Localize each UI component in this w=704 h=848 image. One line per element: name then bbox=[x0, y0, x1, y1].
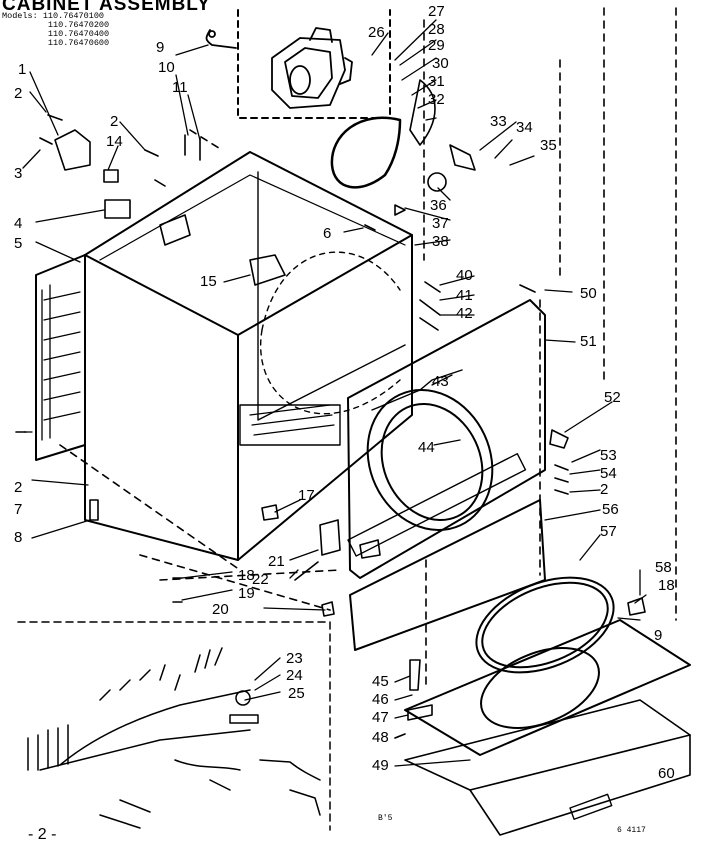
hardware bbox=[15, 79, 646, 739]
callout-number: 17 bbox=[298, 487, 315, 504]
page-number: - 2 - bbox=[28, 826, 57, 843]
front-panel bbox=[347, 299, 546, 579]
callout-number: 11 bbox=[172, 79, 188, 96]
callout-number: 2 bbox=[14, 85, 22, 102]
model-number: 110.76470400 bbox=[47, 29, 110, 39]
callout-number: 2 bbox=[110, 113, 118, 130]
diagram-title: CABINET ASSEMBLY bbox=[2, 0, 211, 15]
leader-lines bbox=[22, 19, 647, 767]
footer-code-left: B'5 bbox=[378, 814, 393, 823]
models-label: Models: bbox=[2, 11, 38, 21]
callout-number: 36 bbox=[430, 197, 447, 214]
callout-number: 4 bbox=[14, 215, 22, 232]
model-list: Models: 110.76470100 110.76470200 110.76… bbox=[2, 12, 109, 48]
callout-number: 47 bbox=[372, 709, 389, 726]
callout-number: 1 bbox=[18, 61, 26, 78]
callout-number: 32 bbox=[428, 91, 445, 108]
callout-number: 43 bbox=[432, 373, 449, 390]
callout-number: 10 bbox=[158, 59, 175, 76]
callout-number: 7 bbox=[14, 501, 22, 518]
callout-number: 6 bbox=[323, 225, 331, 242]
callout-number: 35 bbox=[540, 137, 557, 154]
callout-number: 34 bbox=[516, 119, 533, 136]
callout-number: 60 bbox=[658, 765, 675, 782]
cabinet-body bbox=[84, 151, 413, 561]
callout-number: 38 bbox=[432, 233, 449, 250]
callout-number: 33 bbox=[490, 113, 507, 130]
motor-detail-box bbox=[237, 9, 391, 119]
callout-number: 57 bbox=[600, 523, 617, 540]
callout-number: 50 bbox=[580, 285, 597, 302]
base-assembly bbox=[404, 576, 691, 836]
callout-number: 44 bbox=[418, 439, 435, 456]
callout-number: 9 bbox=[654, 627, 662, 644]
callout-number: 18 bbox=[658, 577, 675, 594]
callout-number: 41 bbox=[456, 287, 473, 304]
model-number: 110.76470200 bbox=[47, 20, 110, 30]
callout-number: 8 bbox=[14, 529, 22, 546]
callout-number: 49 bbox=[372, 757, 389, 774]
callout-number: 51 bbox=[580, 333, 597, 350]
callout-number: 27 bbox=[428, 3, 445, 20]
callout-number: 46 bbox=[372, 691, 389, 708]
callout-number: 19 bbox=[238, 585, 255, 602]
callout-number: 3 bbox=[14, 165, 22, 182]
callout-number: 20 bbox=[212, 601, 229, 618]
model-number: 110.76470600 bbox=[47, 38, 110, 48]
callout-number: 45 bbox=[372, 673, 389, 690]
callout-number: 2 bbox=[600, 481, 608, 498]
callout-number: 28 bbox=[428, 21, 445, 38]
callout-number: 23 bbox=[286, 650, 303, 667]
callout-number: 56 bbox=[602, 501, 619, 518]
wiring-harness-inset bbox=[17, 621, 331, 831]
callout-number: 29 bbox=[428, 37, 445, 54]
motor bbox=[205, 27, 353, 109]
callout-number: 26 bbox=[368, 24, 385, 41]
drive-belt bbox=[330, 116, 402, 189]
callout-number: 52 bbox=[604, 389, 621, 406]
callout-number: 9 bbox=[156, 39, 164, 56]
callout-number: 53 bbox=[600, 447, 617, 464]
callout-number: 30 bbox=[432, 55, 449, 72]
side-panel bbox=[35, 254, 86, 461]
toe-panel bbox=[349, 499, 546, 651]
callout-number: 18 bbox=[238, 567, 255, 584]
callout-number: 54 bbox=[600, 465, 617, 482]
callout-number: 40 bbox=[456, 267, 473, 284]
callout-number: 22 bbox=[252, 571, 269, 588]
model-number: 110.76470100 bbox=[42, 11, 105, 21]
callout-number: 5 bbox=[14, 235, 22, 252]
guide-lines bbox=[59, 7, 677, 691]
footer-code-right: 6 4117 bbox=[617, 826, 646, 835]
callout-number: 48 bbox=[372, 729, 389, 746]
callout-number: 15 bbox=[200, 273, 217, 290]
callout-number: 37 bbox=[432, 215, 449, 232]
callout-number: 58 bbox=[655, 559, 672, 576]
callout-number: 2 bbox=[14, 479, 22, 496]
callout-number: 21 bbox=[268, 553, 285, 570]
callout-number: 42 bbox=[456, 305, 473, 322]
callout-number: 25 bbox=[288, 685, 305, 702]
callout-number: 24 bbox=[286, 667, 303, 684]
callout-number: 31 bbox=[428, 73, 445, 90]
callout-number: 14 bbox=[106, 133, 123, 150]
